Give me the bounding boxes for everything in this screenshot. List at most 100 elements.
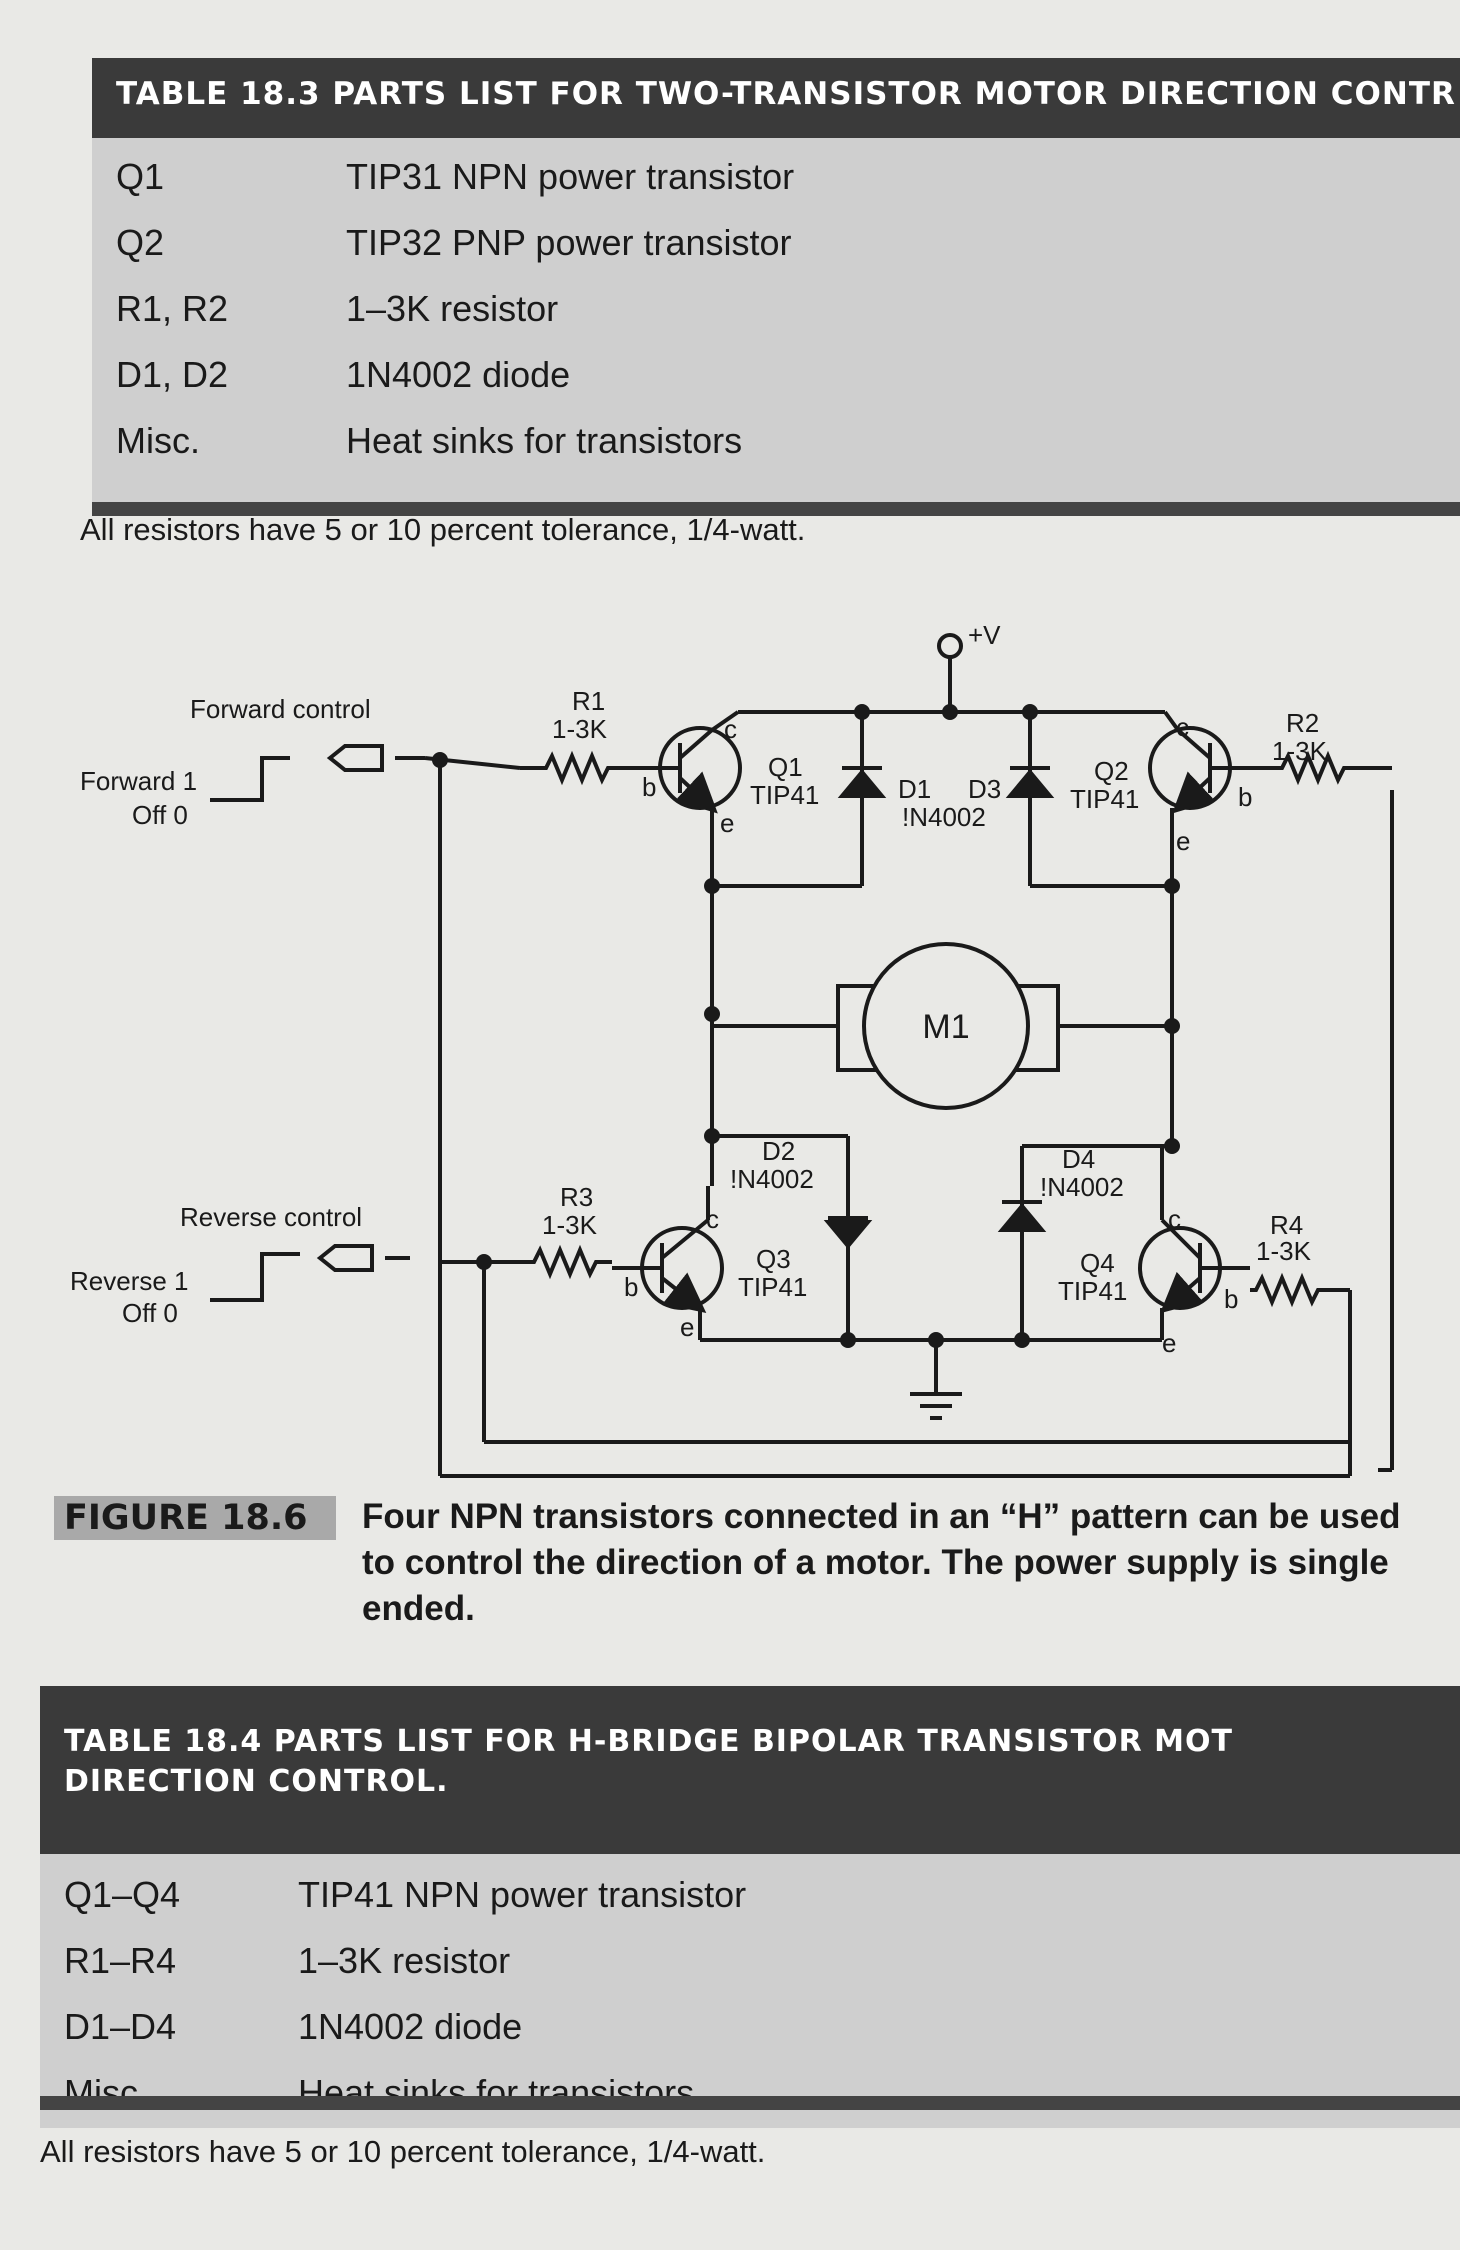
motor-m1 (862, 942, 1030, 1110)
r1-label: R1 (572, 686, 605, 716)
q2-type: TIP41 (1070, 784, 1139, 814)
part-description: Heat sinks for transistors (346, 420, 743, 461)
part-code: D1, D2 (116, 354, 229, 395)
d1-label: D1 (898, 774, 931, 804)
forward-input-connector (326, 744, 384, 772)
junction-dots (432, 704, 1180, 1348)
motor-label: M1 (922, 1008, 969, 1046)
d2-type: !N4002 (730, 1164, 814, 1194)
table-row: D1–D4 1N4002 diode (40, 1994, 1460, 2060)
table-row: D1, D2 1N4002 diode (92, 342, 1460, 408)
q3-label: Q3 (756, 1244, 791, 1274)
q3-pin-c: c (706, 1204, 719, 1234)
table-title: TABLE 18.3 PARTS LIST FOR TWO-TRANSISTOR… (92, 58, 1460, 138)
q1-pin-e: e (720, 808, 734, 838)
parts-table-18-3: TABLE 18.3 PARTS LIST FOR TWO-TRANSISTOR… (92, 58, 1460, 515)
part-code: Q1 (116, 156, 165, 197)
q4-pin-c: c (1168, 1204, 1181, 1234)
resistor-r2 (1270, 750, 1392, 786)
part-code: Q2 (116, 222, 165, 263)
r4-label: R4 (1270, 1210, 1303, 1240)
q3-pin-e: e (680, 1312, 694, 1342)
transistor-q3 (612, 1186, 724, 1340)
reverse-off-label: Off 0 (122, 1298, 178, 1328)
d3-label: D3 (968, 774, 1001, 804)
r2-label: R2 (1286, 708, 1319, 738)
reverse-on-label: Reverse 1 (70, 1266, 189, 1296)
d4-type: !N4002 (1040, 1172, 1124, 1202)
table-row: Q1–Q4 TIP41 NPN power transistor (40, 1862, 1460, 1928)
forward-step-symbol (210, 756, 290, 802)
q3-pin-b: b (624, 1272, 638, 1302)
part-code: R1–R4 (64, 1940, 177, 1981)
q2-pin-c: c (1176, 712, 1189, 742)
resistor-r3 (500, 1244, 612, 1280)
r3-value: 1-3K (542, 1210, 598, 1240)
part-code: R1, R2 (116, 288, 229, 329)
diode-d1 (837, 768, 887, 798)
q4-pin-b: b (1224, 1284, 1238, 1314)
table-bottom-rule (92, 502, 1460, 516)
resistor-r4 (1250, 1272, 1350, 1308)
diode-d3 (1005, 768, 1055, 798)
q1-pin-c: c (724, 714, 737, 744)
table-row: R1, R2 1–3K resistor (92, 276, 1460, 342)
part-description: 1–3K resistor (346, 288, 559, 329)
table-title-line-2: DIRECTION CONTROL. (64, 1764, 449, 1799)
q2-label: Q2 (1094, 756, 1129, 786)
parts-table-18-4: TABLE 18.4 PARTS LIST FOR H-BRIDGE BIPOL… (40, 1686, 1460, 2128)
d4-label: D4 (1062, 1144, 1095, 1174)
diode-d2 (823, 1220, 873, 1250)
q1-pin-b: b (642, 772, 656, 802)
r1-value: 1-3K (552, 714, 608, 744)
figure-caption: Four NPN transistors connected in an “H”… (362, 1497, 1401, 1628)
table-row: Q2 TIP32 PNP power transistor (92, 210, 1460, 276)
forward-on-label: Forward 1 (80, 766, 197, 796)
d2-label: D2 (762, 1136, 795, 1166)
supply-label: +V (968, 620, 1001, 650)
resistor-r1 (520, 750, 620, 786)
reverse-step-symbol (210, 1252, 300, 1302)
r2-value: 1-3K (1272, 736, 1328, 766)
q1-label: Q1 (768, 752, 803, 782)
h-bridge-schematic: +V Forward control Forward 1 Off 0 Rever… (70, 620, 1394, 1478)
forward-control-label: Forward control (190, 694, 371, 724)
r4-value: 1-3K (1256, 1236, 1312, 1266)
transistor-q4 (1138, 1146, 1250, 1340)
part-description: TIP31 NPN power transistor (346, 156, 795, 197)
part-description: 1–3K resistor (298, 1940, 511, 1981)
part-description: TIP32 PNP power transistor (346, 222, 792, 263)
table-row: Misc. Heat sinks for transistors (92, 408, 1460, 474)
part-code: Q1–Q4 (64, 1874, 181, 1915)
table-row: Misc. Heat sinks for transistors (40, 2060, 1460, 2126)
figure-label: FIGURE 18.6 (54, 1496, 336, 1540)
part-description: 1N4002 diode (298, 2006, 523, 2047)
part-code: D1–D4 (64, 2006, 177, 2047)
q2-pin-b: b (1238, 782, 1252, 812)
q1-type: TIP41 (750, 780, 819, 810)
part-code: Misc. (116, 420, 200, 461)
table-title: TABLE 18.4 PARTS LIST FOR H-BRIDGE BIPOL… (40, 1686, 1460, 1854)
part-description: 1N4002 diode (346, 354, 571, 395)
q3-type: TIP41 (738, 1272, 807, 1302)
diode-d4 (997, 1202, 1047, 1232)
transistor-q2 (1148, 710, 1270, 886)
table-note: All resistors have 5 or 10 percent toler… (40, 2134, 766, 2169)
table-note: All resistors have 5 or 10 percent toler… (80, 512, 806, 547)
reverse-input-connector (316, 1244, 374, 1272)
reverse-control-label: Reverse control (180, 1202, 362, 1232)
transistor-q1 (620, 710, 742, 886)
table-bottom-rule (40, 2096, 1460, 2110)
supply-terminal (937, 633, 963, 659)
d1-d3-type: !N4002 (902, 802, 986, 832)
part-description: TIP41 NPN power transistor (298, 1874, 747, 1915)
q4-type: TIP41 (1058, 1276, 1127, 1306)
q4-pin-e: e (1162, 1328, 1176, 1358)
q2-pin-e: e (1176, 826, 1190, 856)
table-row: Q1 TIP31 NPN power transistor (92, 144, 1460, 210)
forward-off-label: Off 0 (132, 800, 188, 830)
table-title-line-1: TABLE 18.4 PARTS LIST FOR H-BRIDGE BIPOL… (64, 1724, 1233, 1759)
table-row: R1–R4 1–3K resistor (40, 1928, 1460, 1994)
q4-label: Q4 (1080, 1248, 1115, 1278)
r3-label: R3 (560, 1182, 593, 1212)
